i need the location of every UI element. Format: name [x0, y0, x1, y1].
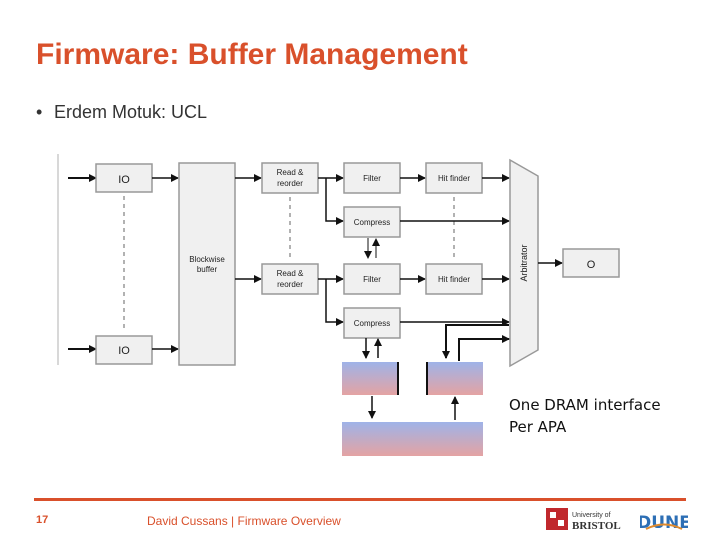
- read-top-line1: Read &: [277, 168, 304, 177]
- read-to-compress-arrow-bottom: [325, 279, 344, 326]
- io-box-top: [95, 163, 153, 193]
- university-of-bristol-logo: University of BRISTOL: [546, 508, 621, 532]
- blockwise-buffer-box: [178, 162, 236, 366]
- note-line-1: One DRAM interface: [509, 396, 661, 414]
- dune-logo: DUNE: [640, 513, 688, 532]
- dram-to-arbitrator-arrow: [458, 335, 510, 361]
- hitfinder-box-bottom: [425, 263, 483, 295]
- bristol-crest-detail: [550, 512, 556, 518]
- io-label-top: IO: [118, 174, 130, 186]
- slide-title: Firmware: Buffer Management: [36, 38, 468, 71]
- dram-buffer-left: [342, 362, 398, 395]
- footer-text: David Cussans | Firmware Overview: [147, 514, 341, 528]
- hitfinder-label-bottom: Hit finder: [438, 275, 470, 284]
- note-line-2: Per APA: [509, 418, 567, 436]
- buffer-label-line2: buffer: [197, 265, 218, 274]
- dram-note: One DRAM interface Per APA: [509, 394, 661, 438]
- output-label: O: [587, 259, 596, 271]
- read-to-compress-arrow-top: [325, 178, 344, 225]
- compress-label-top: Compress: [354, 218, 390, 227]
- output-box: [562, 248, 620, 278]
- bristol-crest-detail-2: [558, 520, 564, 526]
- read-bottom-line2: reorder: [277, 280, 303, 289]
- filter-box-top: [343, 162, 401, 194]
- filter-label-bottom: Filter: [363, 275, 381, 284]
- compress-box-bottom: [343, 307, 401, 339]
- arbitrator-block: [509, 158, 539, 368]
- footer-rule: [34, 498, 686, 501]
- bullet-item: • Erdem Motuk: UCL: [36, 102, 207, 123]
- arbitrator-to-dram-arrow: [442, 324, 509, 359]
- dram-buffer-right: [427, 362, 483, 395]
- read-bottom-line1: Read &: [277, 269, 304, 278]
- io-box-bottom: [95, 335, 153, 365]
- buffer-label-line1: Blockwise: [189, 255, 225, 264]
- hitfinder-box-top: [425, 162, 483, 194]
- page-number: 17: [36, 514, 49, 526]
- bullet-text: Erdem Motuk: UCL: [54, 102, 208, 122]
- read-reorder-box-bottom: [261, 263, 319, 295]
- dram-memory-block: [342, 422, 483, 456]
- filter-label-top: Filter: [363, 174, 381, 183]
- bullet-dot: •: [36, 102, 43, 122]
- bristol-logo-line1: University of: [572, 512, 611, 519]
- arbitrator-label: Arbitrator: [519, 244, 529, 281]
- compress-box-top: [343, 206, 401, 238]
- hitfinder-label-top: Hit finder: [438, 174, 470, 183]
- bristol-crest: [546, 508, 568, 530]
- read-top-line2: reorder: [277, 179, 303, 188]
- io-label-bottom: IO: [118, 345, 130, 357]
- filter-box-bottom: [343, 263, 401, 295]
- bristol-logo-line2: BRISTOL: [572, 520, 621, 532]
- compress-label-bottom: Compress: [354, 319, 390, 328]
- dune-logo-swoosh: [645, 523, 683, 530]
